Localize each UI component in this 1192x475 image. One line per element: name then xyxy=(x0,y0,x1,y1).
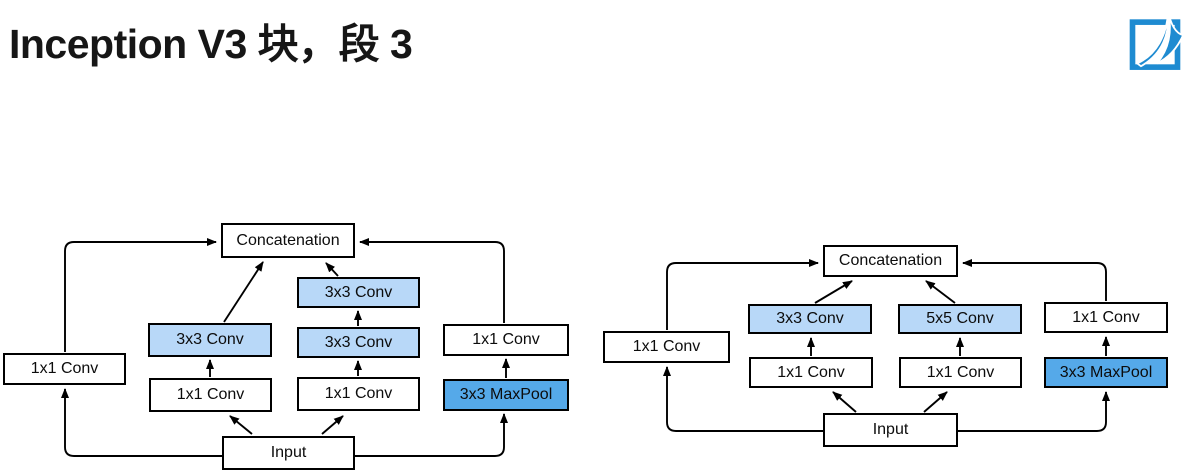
right-branch3-1x1conv-box: 1x1 Conv xyxy=(899,357,1022,388)
r-branch3-to-concat xyxy=(925,280,956,304)
d2l-logo-icon xyxy=(1129,10,1185,70)
left-input-box: Input xyxy=(222,436,355,470)
right-input-box: Input xyxy=(823,413,958,447)
l-branch2-to-concat xyxy=(223,261,264,323)
r-branch4-to-concat xyxy=(962,259,1107,301)
left-branch4-1x1conv-box: 1x1 Conv xyxy=(443,324,569,356)
l-branch3-to-concat xyxy=(325,262,339,277)
right-branch2-3x3conv-box: 3x3 Conv xyxy=(748,304,872,334)
right-branch1-1x1conv-box: 1x1 Conv xyxy=(603,331,730,363)
right-branch3-5x5conv-box: 5x5 Conv xyxy=(898,304,1022,334)
left-branch3-3x3conv-mid-box: 3x3 Conv xyxy=(297,327,420,358)
right-branch4-maxpool-box: 3x3 MaxPool xyxy=(1044,357,1168,388)
right-branch2-1x1conv-box: 1x1 Conv xyxy=(749,357,873,388)
left-branch3-1x1conv-box: 1x1 Conv xyxy=(297,377,420,411)
left-branch3-3x3conv-top-box: 3x3 Conv xyxy=(297,277,420,308)
r-branch2-to-concat xyxy=(814,280,853,304)
slide-title: Inception V3 块，段 3 xyxy=(9,21,413,67)
left-branch1-1x1conv-box: 1x1 Conv xyxy=(3,353,126,385)
l-input-to-branch4 xyxy=(355,413,508,457)
r-input-to-branch2 xyxy=(832,391,857,413)
r-input-to-branch4 xyxy=(958,391,1110,432)
right-branch4-1x1conv-box: 1x1 Conv xyxy=(1044,302,1168,333)
r-input-to-branch3 xyxy=(923,391,948,413)
right-concatenation-box: Concatenation xyxy=(823,245,958,277)
left-concatenation-box: Concatenation xyxy=(221,223,355,258)
l-input-to-branch3 xyxy=(321,415,344,435)
left-branch2-3x3conv-box: 3x3 Conv xyxy=(148,323,272,357)
l-input-to-branch2 xyxy=(229,415,253,435)
left-branch2-1x1conv-box: 1x1 Conv xyxy=(149,378,272,412)
left-branch4-maxpool-box: 3x3 MaxPool xyxy=(443,379,569,411)
